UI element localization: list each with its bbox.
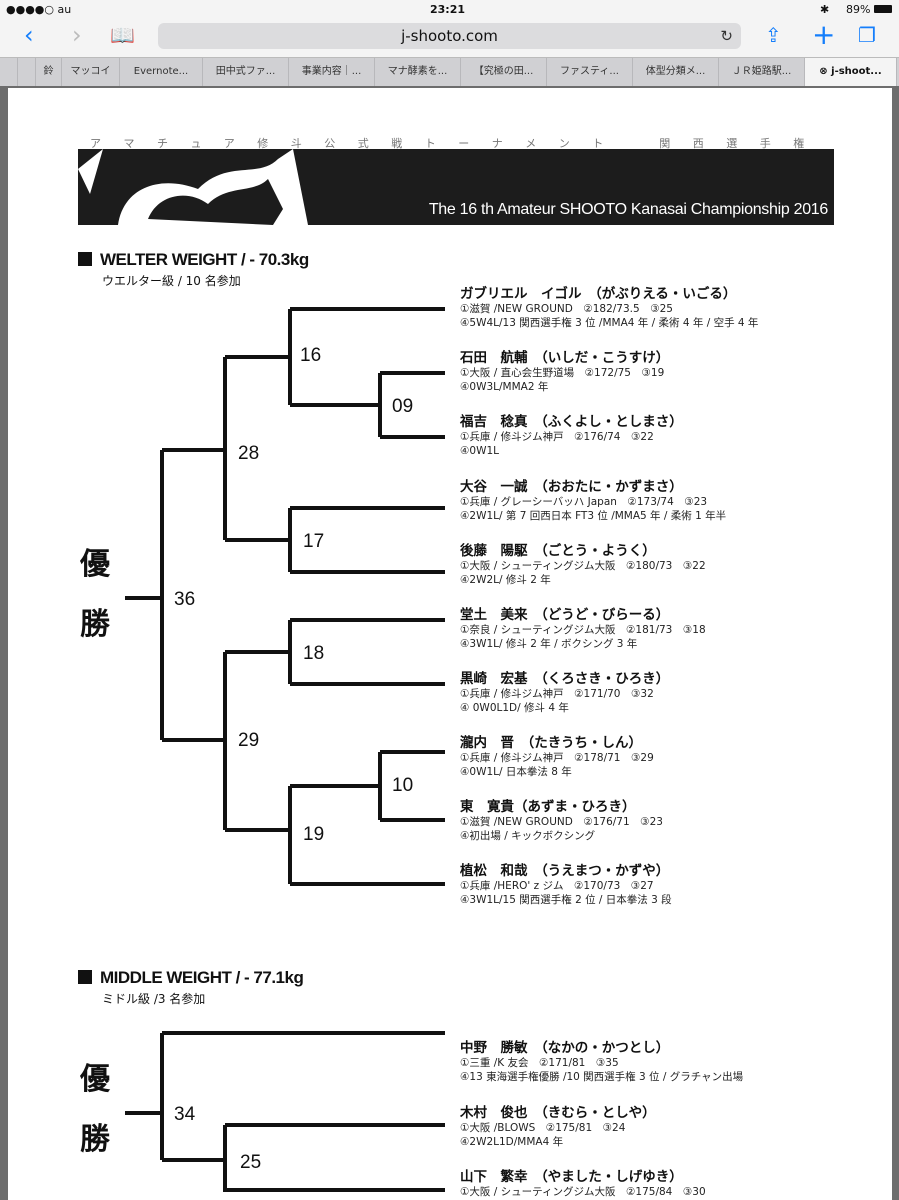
- share-icon[interactable]: ⇪: [765, 23, 782, 47]
- match-number: 36: [174, 589, 196, 610]
- match-number: 34: [174, 1104, 196, 1125]
- tabs-icon[interactable]: ❐: [858, 23, 876, 47]
- tab[interactable]: ＪＲ姫路駅...: [719, 58, 805, 86]
- entrant: ガブリエル イゴル （がぶりえる・いごる）①滋賀 /NEW GROUND ②18…: [460, 286, 759, 329]
- middle-title: MIDDLE WEIGHT / - 77.1kg: [78, 968, 304, 988]
- battery-icon: [874, 5, 892, 13]
- tab[interactable]: 事業内容｜...: [289, 58, 375, 86]
- page-content: [8, 88, 892, 1200]
- match-number: 28: [238, 443, 260, 464]
- entrant: 堂土 美来 （どうど・びらーる）①奈良 / シューティングジム大阪 ②181/7…: [460, 607, 706, 650]
- entrant: 大谷 一誠 （おおたに・かずまさ）①兵庫 / グレーシーバッハ Japan ②1…: [460, 479, 727, 522]
- back-button[interactable]: ‹: [24, 21, 34, 49]
- match-number: 17: [303, 531, 325, 552]
- middle-subtitle: ミドル級 /3 名参加: [102, 992, 206, 1006]
- middle-bracket: [125, 1031, 445, 1192]
- bookmarks-icon[interactable]: 📖: [110, 23, 135, 47]
- tab[interactable]: Evernote...: [120, 58, 203, 86]
- welter-title: WELTER WEIGHT / - 70.3kg: [78, 250, 309, 270]
- new-tab-icon[interactable]: +: [812, 18, 836, 51]
- clock: 23:21: [430, 3, 466, 16]
- header-subtitle: アマチュア修斗公式戦トーナメント 関西選手権: [90, 137, 827, 150]
- match-number: 16: [300, 345, 322, 366]
- header-banner: The 16 th Amateur SHOOTO Kanasai Champio…: [78, 149, 834, 225]
- browser-chrome: ●●●●○ au 23:21 ✱ 89% ‹ › 📖 j-shooto.com ↻…: [0, 0, 899, 86]
- welter-bracket: [125, 307, 445, 886]
- champion-label: 優勝: [80, 1062, 110, 1157]
- status-bar: ●●●●○ au 23:21 ✱ 89%: [0, 0, 899, 18]
- match-number: 18: [303, 643, 325, 664]
- entrant: 山下 繁幸 （やました・しげゆき）①大阪 / シューティングジム大阪 ②175/…: [460, 1169, 706, 1198]
- champion-label: 優勝: [80, 547, 110, 642]
- nav-bar: ‹ › 📖 j-shooto.com ↻ ⇪ + ❐: [0, 18, 899, 54]
- entrant: 石田 航輔 （いしだ・こうすけ）①大阪 / 直心会生野道場 ②172/75 ③1…: [460, 350, 670, 393]
- entrant: 福吉 稔真 （ふくよし・としまさ）①兵庫 / 修斗ジム神戸 ②176/74 ③2…: [460, 414, 683, 457]
- close-tab-icon[interactable]: ⊗: [819, 66, 832, 77]
- tab-active[interactable]: ⊗ j-shoot...: [805, 58, 897, 86]
- fighter-silhouette-logo: [78, 149, 308, 225]
- tab[interactable]: マッコイ: [62, 58, 120, 86]
- match-number: 09: [392, 396, 414, 417]
- tab-bar: 鈴 マッコイ Evernote... 田中式ファ... 事業内容｜... マナ酵…: [0, 57, 899, 86]
- match-number: 19: [303, 824, 325, 845]
- reload-icon[interactable]: ↻: [720, 27, 733, 45]
- welter-subtitle: ウエルター級 / 10 名参加: [102, 274, 241, 288]
- entrant: 植松 和哉 （うえまつ・かずや）①兵庫 /HERO' z ジム ②170/73 …: [460, 863, 672, 906]
- entrant: 黒崎 宏基 （くろさき・ひろき）①兵庫 / 修斗ジム神戸 ②171/70 ③32…: [460, 671, 670, 714]
- carrier: ●●●●○ au: [6, 3, 72, 16]
- forward-button[interactable]: ›: [72, 21, 82, 49]
- tab[interactable]: 田中式ファ...: [203, 58, 289, 86]
- entrant: 東 寛貴（あずま・ひろき）①滋賀 /NEW GROUND ②176/71 ③23…: [460, 799, 663, 842]
- battery-level: 89%: [846, 3, 871, 16]
- header-title: The 16 th Amateur SHOOTO Kanasai Champio…: [428, 201, 828, 218]
- tab[interactable]: 体型分類メ...: [633, 58, 719, 86]
- tab[interactable]: マナ酵素を...: [375, 58, 461, 86]
- address-bar[interactable]: j-shooto.com ↻: [158, 23, 741, 49]
- tab[interactable]: 【究極の田...: [461, 58, 547, 86]
- tab[interactable]: ファスティ...: [547, 58, 633, 86]
- match-number: 25: [240, 1152, 262, 1173]
- match-number: 10: [392, 775, 414, 796]
- url-text: j-shooto.com: [401, 27, 498, 45]
- entrant: 後藤 陽駆 （ごとう・ようく）①大阪 / シューティングジム大阪 ②180/73…: [460, 543, 706, 586]
- match-number: 29: [238, 730, 260, 751]
- bluetooth-icon: ✱: [820, 3, 830, 16]
- tab[interactable]: 鈴: [36, 58, 62, 86]
